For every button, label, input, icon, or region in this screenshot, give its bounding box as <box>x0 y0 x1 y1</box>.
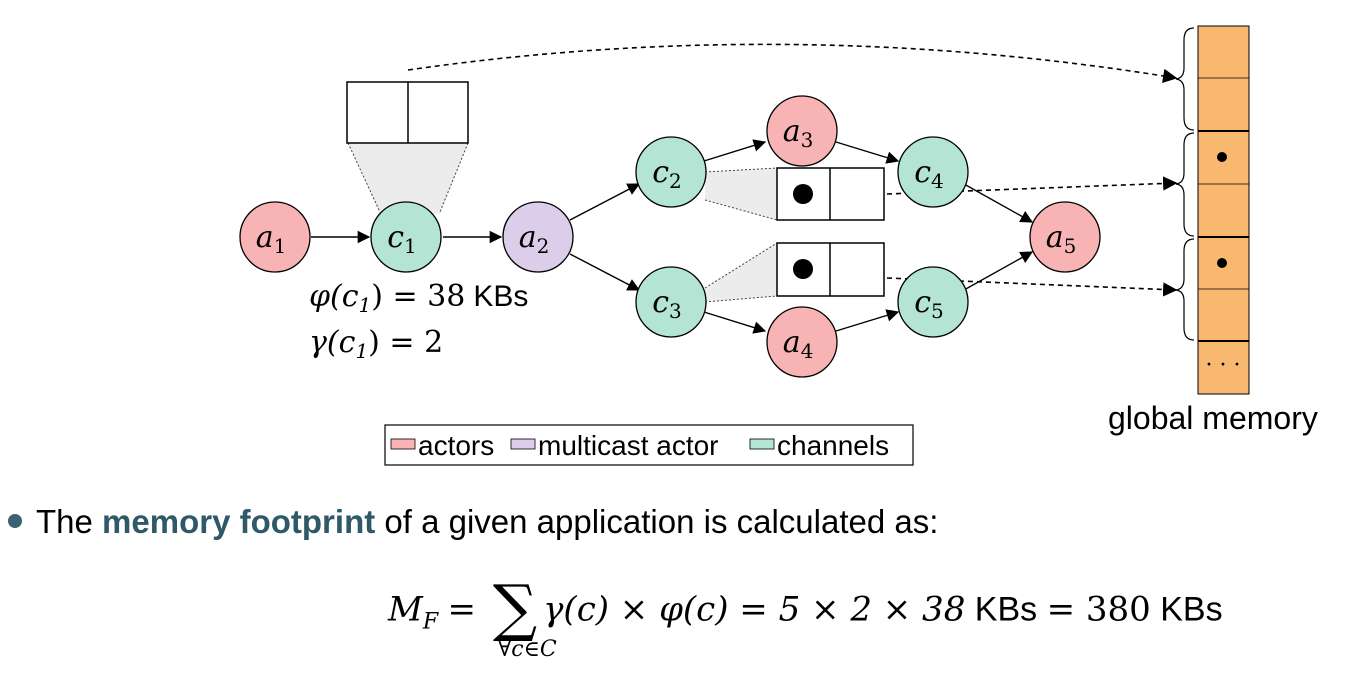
legend-label-multicast: multicast actor <box>538 430 719 461</box>
node-a4: a4 <box>766 306 838 378</box>
formula-unit1: KBs <box>974 590 1038 629</box>
c1-buffer-guide-right <box>439 142 469 213</box>
node-a1-label: a1 <box>256 220 287 258</box>
c1-memory-link <box>407 43 1178 84</box>
bullet-text: The memory footprint of a given applicat… <box>8 503 938 541</box>
bullet-icon <box>8 514 22 529</box>
node-c3-label: c3 <box>652 285 682 323</box>
memory-brace-2 <box>1175 132 1195 237</box>
edge-c2-a3 <box>703 139 767 162</box>
c1-buffer-shade <box>348 143 468 214</box>
c2-buffer-shade <box>705 168 777 220</box>
c1-buffer <box>346 81 469 144</box>
edge-c4-a5 <box>963 183 1034 223</box>
edges <box>311 139 1034 334</box>
legend-label-channels: channels <box>777 430 889 461</box>
legend: actors multicast actor channels <box>384 424 914 466</box>
node-a2-label: a2 <box>519 220 550 258</box>
global-memory-label: global memory <box>1108 400 1318 436</box>
c2-buffer <box>776 167 885 221</box>
legend-swatch-multicast <box>510 438 536 450</box>
bullet-post: of a given application is calculated as: <box>375 503 939 540</box>
node-c1-label: c1 <box>387 220 417 258</box>
legend-swatch-actors <box>390 438 416 450</box>
edge-c3-a4 <box>703 311 767 334</box>
node-c4: c4 <box>897 136 969 208</box>
edge-a2-c2 <box>569 183 641 221</box>
memory-token-dot <box>1217 152 1227 162</box>
c1-buffer-guide-left <box>347 142 381 213</box>
node-a4-label: a4 <box>783 325 814 363</box>
bullet-highlight: memory footprint <box>102 503 376 540</box>
edge-a3-c4 <box>835 141 900 164</box>
formula-part2: = 380 <box>1046 589 1151 630</box>
node-c4-label: c4 <box>914 155 944 193</box>
bullet-pre: The <box>36 503 103 540</box>
node-a5-label: a5 <box>1046 220 1077 258</box>
node-c3: c3 <box>635 266 707 338</box>
gamma-annotation: γ(c1) = 2 <box>309 325 443 363</box>
node-c5: c5 <box>897 266 969 338</box>
edge-c5-a5 <box>963 251 1034 291</box>
legend-box <box>384 424 914 466</box>
node-a5: a5 <box>1029 201 1101 273</box>
node-c2-label: c2 <box>652 155 682 193</box>
c3-buffer <box>776 242 885 297</box>
legend-label-actors: actors <box>418 430 494 461</box>
node-a1: a1 <box>239 201 311 273</box>
c3-buffer-shade <box>705 243 777 302</box>
global-memory: · · · <box>1175 25 1250 395</box>
node-c1: c1 <box>370 201 442 273</box>
formula-lhs-sub: F <box>422 609 439 635</box>
sum-subscript: ∀c∈C <box>498 637 557 662</box>
c2-buffer-guide-bottom <box>704 199 778 221</box>
token-dot <box>793 259 813 279</box>
c2-buffer-guide-top <box>704 167 778 173</box>
node-c5-label: c5 <box>914 285 944 323</box>
node-a3-label: a3 <box>783 114 814 152</box>
formula-part1: γ(c) × φ(c) = 5 × 2 × 38 <box>543 589 966 630</box>
sum-icon: ∑ <box>492 571 538 644</box>
node-a3: a3 <box>766 95 838 167</box>
footprint-formula: MF = ∑γ(c) × φ(c) = 5 × 2 × 38 KBs = 380… <box>388 571 1223 644</box>
memory-token-dot <box>1217 258 1227 268</box>
edge-a2-c3 <box>569 253 641 291</box>
node-c2: c2 <box>635 136 707 208</box>
memory-column <box>1197 25 1250 395</box>
c3-buffer-guide-bottom <box>704 295 778 303</box>
formula-lhs: M <box>388 589 423 630</box>
node-a2: a2 <box>502 201 574 273</box>
memory-brace-1 <box>1175 27 1195 131</box>
edge-a4-c5 <box>835 309 900 332</box>
memory-ellipsis: · · · <box>1206 353 1241 378</box>
token-dot <box>793 184 813 204</box>
formula-unit2: KBs <box>1160 590 1223 629</box>
legend-swatch-channels <box>749 438 775 450</box>
memory-brace-3 <box>1175 238 1195 341</box>
